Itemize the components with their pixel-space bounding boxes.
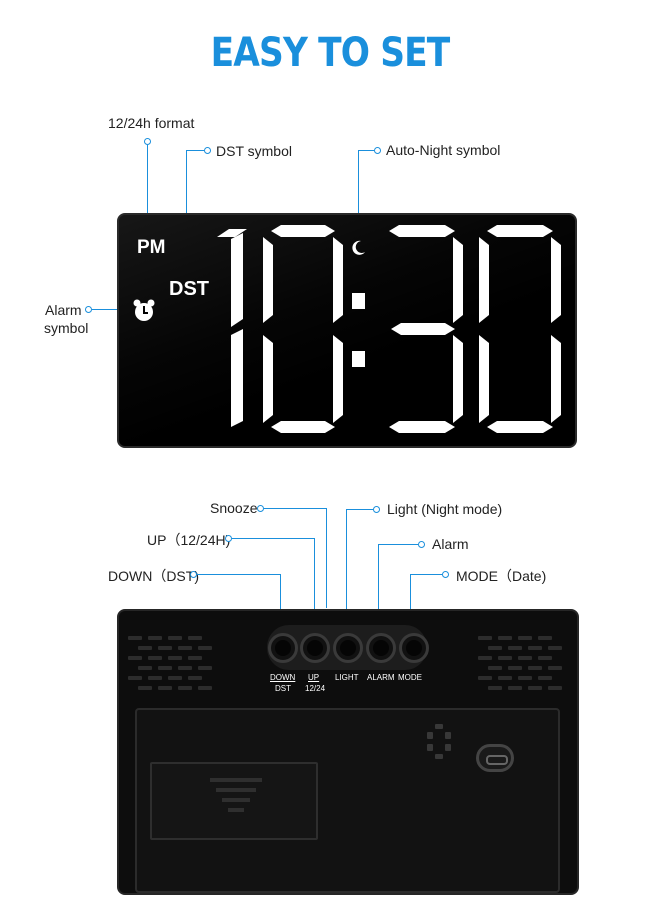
label-alarm-button: Alarm	[432, 536, 469, 552]
callout-dot	[204, 147, 211, 154]
callout-dot	[257, 505, 264, 512]
label-12-24h-format: 12/24h format	[108, 115, 195, 131]
label-down: DOWN（DST)	[108, 568, 199, 584]
alarm-button[interactable]	[366, 633, 396, 663]
callout-line	[378, 544, 418, 545]
12-24-button-label: 12/24	[305, 684, 326, 693]
callout-dot	[374, 147, 381, 154]
seg	[217, 229, 247, 237]
callout-dot	[144, 138, 151, 145]
callout-line	[410, 574, 442, 575]
callout-dot	[418, 541, 425, 548]
battery-cover[interactable]	[150, 762, 318, 840]
callout-dot	[373, 506, 380, 513]
callout-dot	[225, 535, 232, 542]
callout-line	[92, 309, 130, 310]
callout-line	[358, 150, 374, 151]
callout-line	[410, 574, 411, 634]
alarm-clock-icon	[133, 299, 155, 321]
alarm-button-label: ALARM	[367, 673, 395, 682]
callout-line	[280, 574, 281, 634]
callout-dot	[85, 306, 92, 313]
page-title: EASY TO SET	[210, 30, 451, 76]
light-button[interactable]	[333, 633, 363, 663]
label-auto-night-symbol: Auto-Night symbol	[386, 142, 501, 158]
microphone-holes-icon	[427, 724, 451, 759]
dst-indicator: DST	[169, 278, 209, 300]
time-digits	[217, 225, 561, 433]
label-snooze: Snooze	[210, 500, 258, 516]
callout-line	[314, 538, 315, 634]
moon-icon	[352, 240, 365, 255]
up-button-label: UP	[308, 673, 320, 682]
callout-dot	[442, 571, 449, 578]
callout-line	[197, 574, 280, 575]
label-alarm: Alarm	[45, 302, 82, 318]
label-symbol: symbol	[44, 320, 89, 336]
label-up: UP（12/24H)	[147, 532, 231, 548]
callout-line	[346, 509, 373, 510]
down-button[interactable]	[268, 633, 298, 663]
up-button[interactable]	[300, 633, 330, 663]
callout-line	[147, 145, 148, 233]
label-mode-date: MODE（Date)	[456, 568, 547, 584]
pm-indicator: PM	[137, 237, 166, 258]
down-button-label: DOWN	[270, 673, 296, 682]
label-dst-symbol: DST symbol	[216, 143, 292, 159]
callout-line	[186, 150, 204, 151]
dst-button-label: DST	[275, 684, 291, 693]
label-light-night-mode: Light (Night mode)	[387, 501, 503, 517]
callout-line	[358, 150, 359, 238]
callout-line	[346, 509, 347, 634]
callout-dot	[190, 571, 197, 578]
callout-line	[264, 508, 326, 509]
callout-line	[232, 538, 314, 539]
mode-button-label: MODE	[398, 673, 422, 682]
callout-line	[326, 508, 327, 608]
mode-button[interactable]	[399, 633, 429, 663]
light-button-label: LIGHT	[335, 673, 359, 682]
cover-latch-icon	[210, 778, 262, 812]
clock-display: PM DST	[117, 213, 577, 448]
callout-line	[378, 544, 379, 634]
usb-c-port[interactable]	[476, 744, 514, 772]
